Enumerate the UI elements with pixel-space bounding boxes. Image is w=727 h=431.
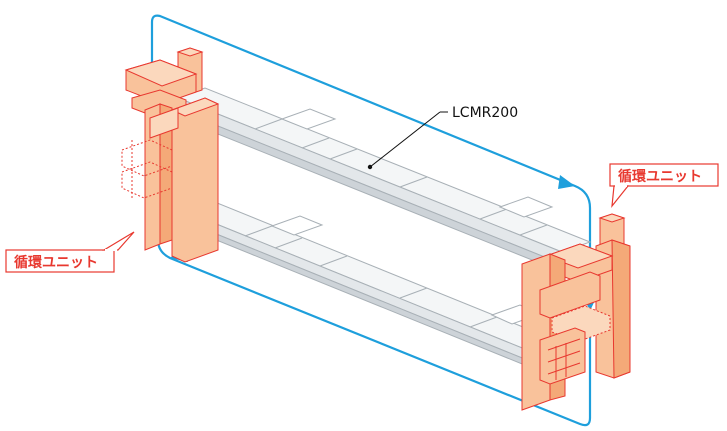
model-label: LCMR200 <box>452 105 518 121</box>
loop-left-top <box>150 14 592 300</box>
model-leader-line <box>369 111 441 168</box>
model-leader-dot <box>367 164 373 170</box>
callout-left-text: 循環ユニット <box>14 254 98 271</box>
left-circulation-unit <box>121 47 220 263</box>
loop-arrow-top-right <box>558 175 575 189</box>
callout-right: 循環ユニット <box>609 163 719 208</box>
loop-right-lower <box>156 239 592 427</box>
callout-right-text: 循環ユニット <box>618 168 702 185</box>
circulation-loop <box>150 14 592 427</box>
right-circulation-unit <box>521 213 631 411</box>
callout-left: 循環ユニット <box>5 231 135 273</box>
